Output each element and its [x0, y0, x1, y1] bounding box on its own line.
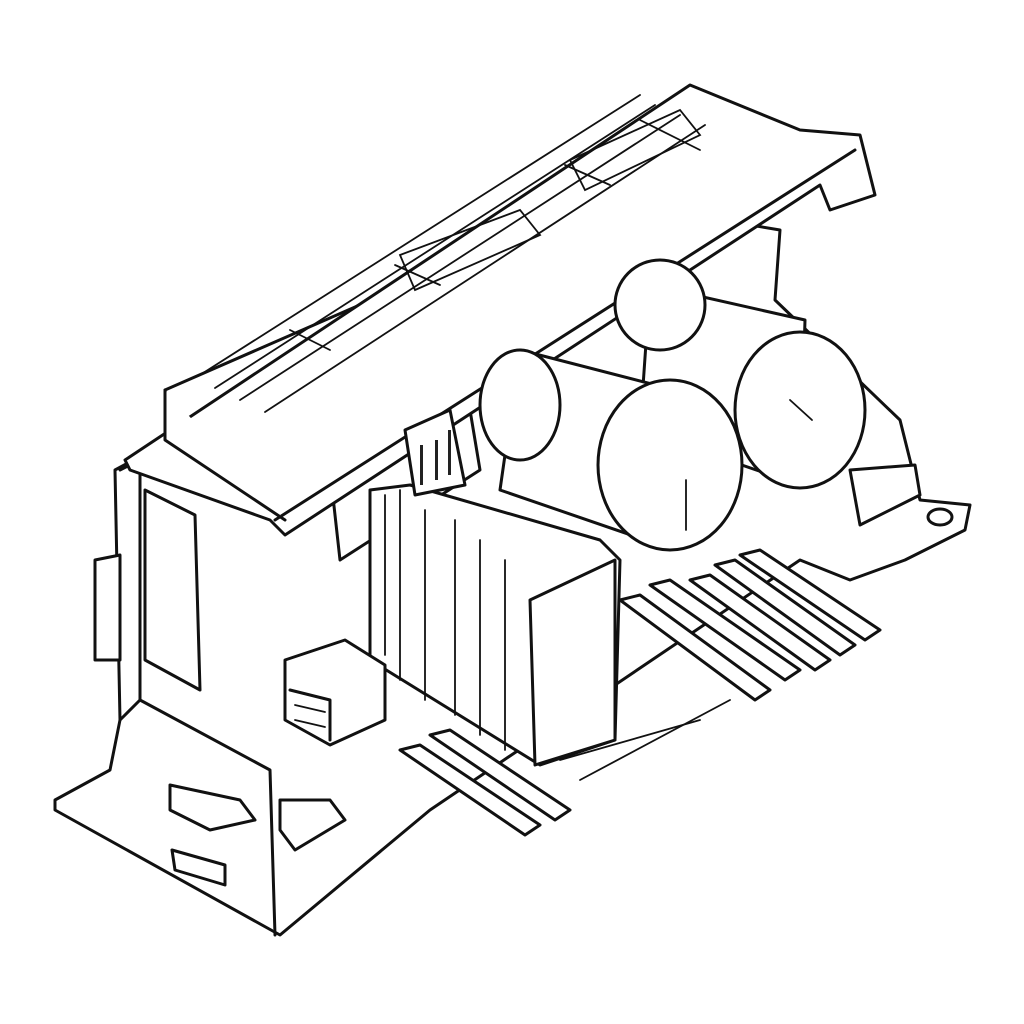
top-rail: [123, 83, 877, 537]
warning-label: [403, 408, 467, 497]
capacitor: [478, 348, 744, 552]
terminal-pins: [398, 548, 882, 837]
connector: [283, 638, 387, 747]
heatsink: [368, 483, 622, 767]
